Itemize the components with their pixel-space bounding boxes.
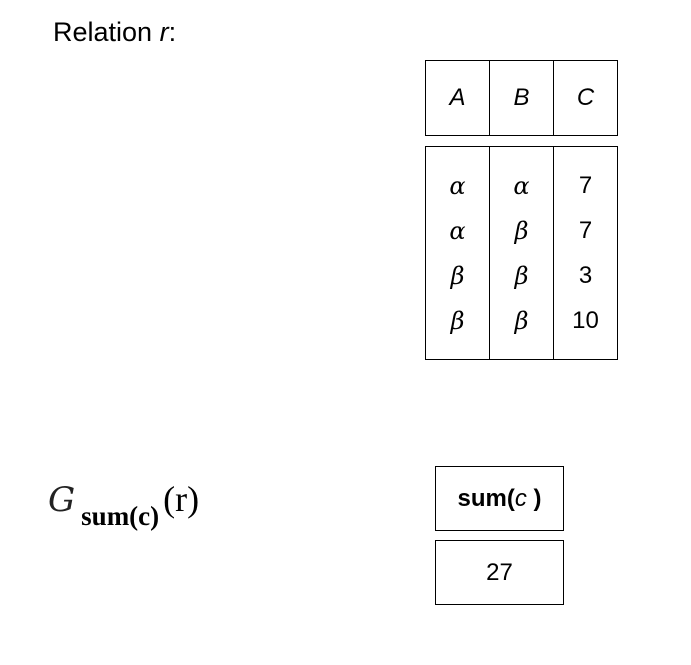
table-cell: β [514, 216, 529, 245]
header-b: B [490, 61, 554, 135]
table-cell: α [449, 171, 466, 200]
table-cell: 3 [578, 261, 593, 289]
header-label: C [576, 84, 595, 111]
title-relation: r [159, 17, 169, 47]
header-c: C [554, 61, 617, 135]
table-cell: β [450, 306, 465, 335]
column-a: α α β β [426, 147, 490, 359]
table-cell: β [514, 306, 529, 335]
table-cell: α [513, 171, 530, 200]
relation-body: α α β β α β β β 7 7 3 10 [425, 146, 618, 360]
title-suffix: : [168, 17, 177, 47]
result-header: sum(c ) [435, 466, 564, 531]
table-cell: 10 [572, 306, 599, 334]
result-value: 27 [435, 540, 564, 605]
column-c: 7 7 3 10 [554, 147, 617, 359]
title-text: Relation [53, 17, 160, 47]
table-cell: α [449, 216, 466, 245]
result-header-func: sum( [457, 484, 515, 512]
result-header-arg: c [514, 484, 527, 512]
relation-header: A B C [425, 60, 618, 136]
header-label: A [449, 84, 466, 111]
table-cell: β [514, 261, 529, 290]
result-header-close: ) [526, 484, 542, 512]
aggregate-argument: (r) [163, 479, 200, 519]
header-a: A [426, 61, 490, 135]
aggregate-subscript: sum(c) [81, 501, 160, 531]
slide-title: Relation r: [53, 17, 176, 48]
column-b: α β β β [490, 147, 554, 359]
table-cell: 7 [578, 171, 593, 199]
aggregate-operator: G [48, 480, 76, 520]
header-label: B [513, 84, 530, 111]
table-cell: 7 [578, 216, 593, 244]
table-cell: β [450, 261, 465, 290]
